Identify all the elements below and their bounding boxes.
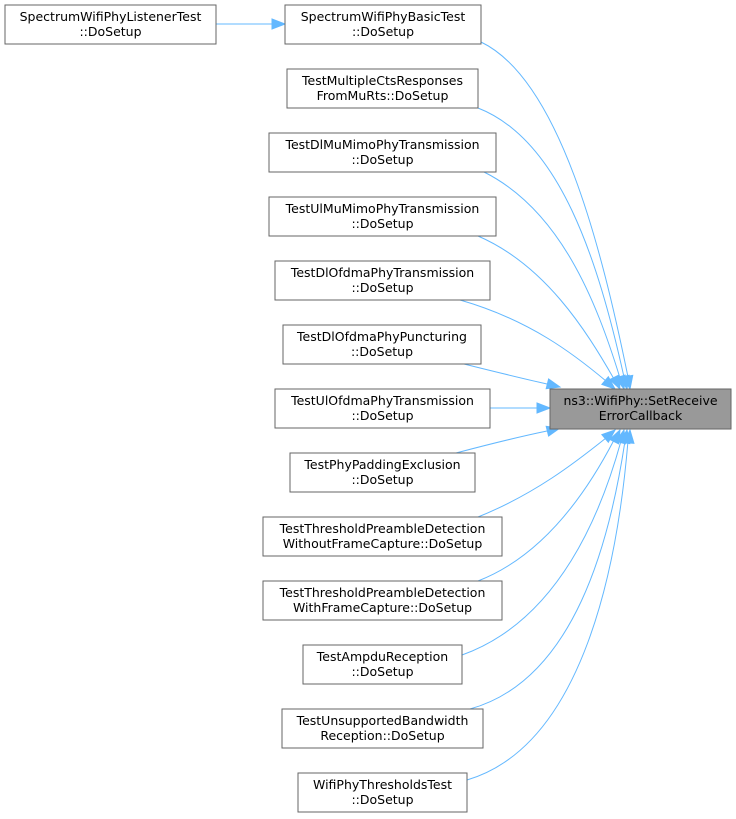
edge-line (466, 440, 629, 781)
edge-dlofdma-to-target (459, 299, 617, 390)
node-label-line: ::DoSetup (351, 152, 413, 167)
node-box (281, 708, 484, 749)
node-box (289, 452, 476, 493)
node-box (274, 260, 491, 301)
node-label-line: ::DoSetup (351, 216, 413, 231)
edge-line (459, 299, 607, 382)
edge-multicts-to-target (477, 107, 630, 391)
edge-dlmumimo-to-target (483, 171, 626, 391)
arrowhead-icon (545, 378, 562, 390)
nodes-layer: SpectrumWifiPhyListenerTest::DoSetupSpec… (4, 4, 732, 813)
node-label-line: ::DoSetup (351, 792, 413, 807)
edge-line (477, 107, 625, 378)
node-label-line: ::DoSetup (351, 344, 413, 359)
arrowhead-icon (608, 374, 621, 391)
node-label-line: TestUnsupportedBandwidth (296, 713, 469, 728)
caller-node-ulmumimo[interactable]: TestUlMuMimoPhyTransmission::DoSetup (268, 196, 497, 237)
edge-ulofdma-to-target (490, 402, 552, 414)
caller-node-ampdu[interactable]: TestAmpduReception::DoSetup (302, 644, 463, 685)
node-label-line: TestMultipleCtsResponses (301, 73, 463, 88)
node-label-line: TestUlMuMimoPhyTransmission (285, 201, 480, 216)
edge-line (480, 41, 629, 378)
edge-ulmumimo-to-target (477, 235, 621, 391)
caller-node-basic[interactable]: SpectrumWifiPhyBasicTest::DoSetup (284, 4, 482, 45)
node-box (302, 644, 463, 685)
node-label-line: TestDlOfdmaPhyPuncturing (296, 329, 467, 344)
node-label-line: ::DoSetup (79, 24, 141, 39)
caller-node-thrcap[interactable]: TestThresholdPreambleDetectionWithFrameC… (262, 580, 503, 621)
node-label-line: Reception::DoSetup (320, 728, 444, 743)
edge-line (477, 437, 607, 518)
node-label-line: ::DoSetup (351, 664, 413, 679)
arrowhead-icon (601, 375, 617, 390)
edges-layer (216, 18, 635, 781)
edge-line (455, 430, 548, 454)
node-box (268, 132, 497, 173)
node-label-line: SpectrumWifiPhyBasicTest (301, 9, 466, 24)
caller-node-listener[interactable]: SpectrumWifiPhyListenerTest::DoSetup (4, 4, 217, 45)
edge-listener-to-basic (216, 18, 287, 30)
caller-node-padding[interactable]: TestPhyPaddingExclusion::DoSetup (289, 452, 476, 493)
node-box (262, 580, 503, 621)
edge-line (463, 363, 548, 385)
arrowhead-icon (623, 428, 635, 444)
node-label-line: FromMuRts::DoSetup (317, 88, 449, 103)
node-label-line: TestThresholdPreambleDetection (279, 521, 486, 536)
node-label-line: ::DoSetup (352, 24, 414, 39)
arrowhead-icon (601, 429, 617, 444)
node-box (286, 68, 479, 109)
arrowhead-icon (536, 402, 552, 414)
node-label-line: ::DoSetup (351, 408, 413, 423)
edge-line (461, 440, 622, 656)
edge-basic-to-target (480, 41, 634, 391)
node-box (4, 4, 217, 45)
caller-node-dlofdma[interactable]: TestDlOfdmaPhyTransmission::DoSetup (274, 260, 491, 301)
node-label-line: SpectrumWifiPhyListenerTest (20, 9, 202, 24)
caller-node-dlmumimo[interactable]: TestDlMuMimoPhyTransmission::DoSetup (268, 132, 497, 173)
node-label-line: TestUlOfdmaPhyTransmission (290, 393, 474, 408)
node-label-line: WifiPhyThresholdsTest (313, 777, 452, 792)
arrowhead-icon (271, 18, 287, 30)
node-label-line: ::DoSetup (351, 280, 413, 295)
edge-dlpunct-to-target (463, 363, 562, 390)
node-label-line: TestThresholdPreambleDetection (279, 585, 486, 600)
node-box (282, 324, 482, 365)
node-label-line: ErrorCallback (599, 408, 683, 423)
caller-node-unsupbw[interactable]: TestUnsupportedBandwidthReception::DoSet… (281, 708, 484, 749)
edge-line (483, 171, 621, 379)
edge-thrnocap-to-target (477, 429, 617, 518)
caller-node-ulofdma[interactable]: TestUlOfdmaPhyTransmission::DoSetup (274, 388, 491, 429)
node-box (297, 772, 468, 813)
edge-line (477, 235, 615, 380)
edge-line (469, 440, 626, 710)
node-box (268, 196, 497, 237)
node-label-line: WithFrameCapture::DoSetup (293, 600, 472, 615)
node-label-line: TestDlMuMimoPhyTransmission (284, 137, 479, 152)
node-label-line: WithoutFrameCapture::DoSetup (283, 536, 483, 551)
node-label-line: TestAmpduReception (316, 649, 448, 664)
node-box (284, 4, 482, 45)
node-box (549, 388, 732, 430)
node-label-line: ns3::WifiPhy::SetReceive (563, 393, 717, 408)
node-box (274, 388, 491, 429)
node-label-line: TestPhyPaddingExclusion (303, 457, 460, 472)
caller-node-thrtest[interactable]: WifiPhyThresholdsTest::DoSetup (297, 772, 468, 813)
edge-unsupbw-to-target (469, 428, 631, 710)
edge-thrtest-to-target (466, 428, 635, 781)
caller-node-multicts[interactable]: TestMultipleCtsResponsesFromMuRts::DoSet… (286, 68, 479, 109)
edge-line (477, 439, 615, 582)
node-box (262, 516, 503, 557)
node-label-line: TestDlOfdmaPhyTransmission (290, 265, 474, 280)
caller-node-dlpunct[interactable]: TestDlOfdmaPhyPuncturing::DoSetup (282, 324, 482, 365)
node-label-line: ::DoSetup (351, 472, 413, 487)
caller-node-thrnocap[interactable]: TestThresholdPreambleDetectionWithoutFra… (262, 516, 503, 557)
edge-padding-to-target (455, 425, 562, 454)
